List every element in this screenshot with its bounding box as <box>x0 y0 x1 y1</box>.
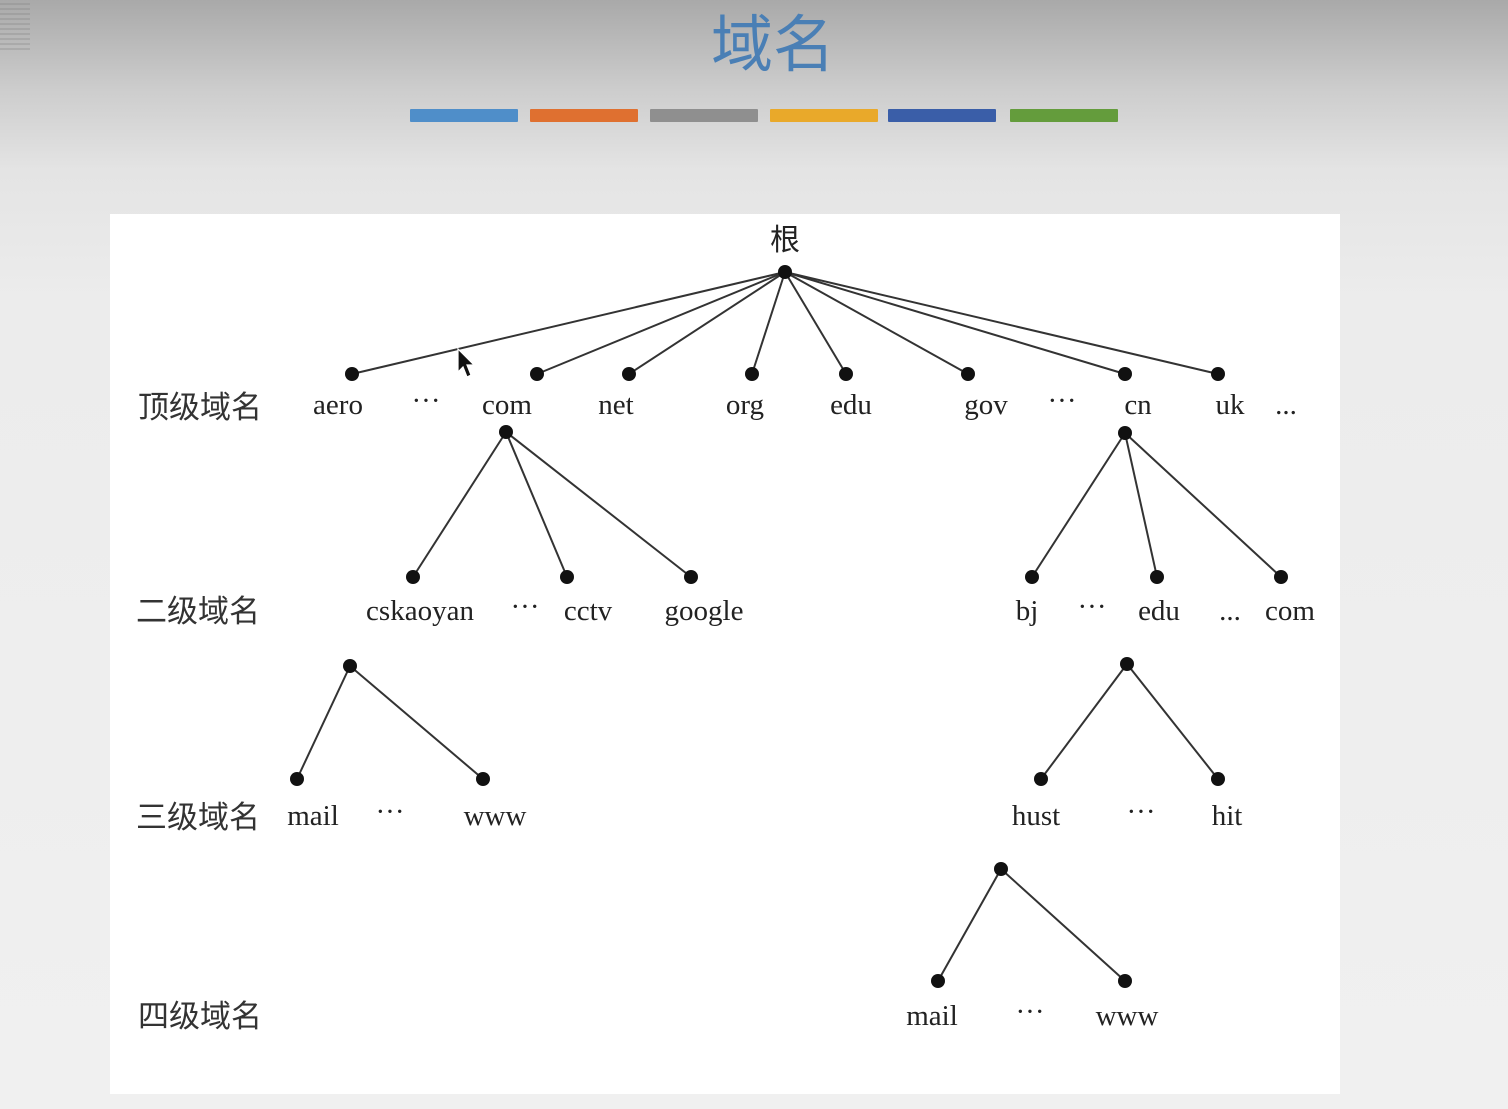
label-org: org <box>726 389 764 421</box>
ellipsis: ... <box>1275 389 1297 421</box>
color-bar-2 <box>530 109 638 122</box>
label-mail-4: mail <box>906 1000 958 1032</box>
mouse-cursor-icon <box>457 347 476 378</box>
label-net: net <box>598 389 633 421</box>
node-www-3 <box>476 772 490 786</box>
node-gov <box>961 367 975 381</box>
ellipsis: ··· <box>376 796 405 828</box>
color-bar-4 <box>770 109 878 122</box>
edge <box>1126 663 1219 780</box>
label-hit: hit <box>1212 800 1243 832</box>
label-hust: hust <box>1012 800 1060 832</box>
label-mail-3: mail <box>287 800 339 832</box>
edge <box>349 665 484 780</box>
edge <box>1124 432 1282 578</box>
node-cn-com <box>1274 570 1288 584</box>
edge <box>751 271 786 375</box>
node-aero <box>345 367 359 381</box>
edge <box>1040 663 1128 780</box>
ellipsis: ··· <box>1078 591 1107 623</box>
node-hit <box>1211 772 1225 786</box>
ellipsis: ··· <box>1016 996 1045 1028</box>
corner-texture <box>0 0 30 50</box>
node-www-4 <box>1118 974 1132 988</box>
node-uk <box>1211 367 1225 381</box>
edge <box>784 271 1219 375</box>
edge <box>1031 432 1126 578</box>
label-cn: cn <box>1124 389 1152 421</box>
node-cctv <box>560 570 574 584</box>
ellipsis: ··· <box>511 591 540 623</box>
tree-nodes <box>290 265 1288 988</box>
edge <box>351 271 786 375</box>
label-uk: uk <box>1216 389 1246 421</box>
level-label-third: 三级域名 <box>136 800 260 836</box>
node-mail-4 <box>931 974 945 988</box>
color-bar-5 <box>888 109 996 122</box>
root-label: 根 <box>770 223 800 258</box>
edge <box>937 868 1002 982</box>
edge <box>1124 432 1158 578</box>
label-aero: aero <box>313 389 363 421</box>
label-com: com <box>482 389 532 421</box>
edge <box>505 431 692 578</box>
label-cskaoyan: cskaoyan <box>366 595 474 627</box>
label-bj: bj <box>1016 595 1039 627</box>
ellipsis: ... <box>1219 595 1241 627</box>
label-cn-edu: edu <box>1138 595 1180 627</box>
node-mail-3 <box>290 772 304 786</box>
node-cn-branch <box>1118 426 1132 440</box>
node-cskaoyan-branch <box>343 659 357 673</box>
label-edu: edu <box>830 389 872 421</box>
node-com-branch <box>499 425 513 439</box>
node-net <box>622 367 636 381</box>
page-title: 域名 <box>710 8 835 81</box>
node-hust-branch <box>994 862 1008 876</box>
label-www-4: www <box>1096 1000 1159 1032</box>
edge <box>1000 868 1126 982</box>
label-cn-com: com <box>1265 595 1315 627</box>
node-cn <box>1118 367 1132 381</box>
color-bar-3 <box>650 109 758 122</box>
label-www-3: www <box>464 800 527 832</box>
edge <box>412 431 507 578</box>
diagram-panel <box>110 214 1340 1094</box>
node-root <box>778 265 792 279</box>
edge <box>505 431 568 578</box>
ellipsis: ··· <box>1048 385 1077 417</box>
node-org <box>745 367 759 381</box>
color-bar-1 <box>410 109 518 122</box>
level-label-fourth: 四级域名 <box>138 999 262 1035</box>
edge <box>536 271 786 375</box>
ellipsis: ··· <box>412 385 441 417</box>
node-cn-edu-branch <box>1120 657 1134 671</box>
level-label-second: 二级域名 <box>136 594 260 630</box>
label-gov: gov <box>964 389 1008 421</box>
node-com <box>530 367 544 381</box>
edge <box>784 271 1126 375</box>
label-cctv: cctv <box>564 595 613 627</box>
level-label-top: 顶级域名 <box>138 390 262 426</box>
node-google <box>684 570 698 584</box>
edge <box>784 271 969 375</box>
edge <box>784 271 847 375</box>
ellipsis: ··· <box>1127 796 1156 828</box>
edge <box>628 271 786 375</box>
node-cskaoyan <box>406 570 420 584</box>
tree-edges <box>296 271 1282 982</box>
color-bar-6 <box>1010 109 1118 122</box>
node-hust <box>1034 772 1048 786</box>
label-google: google <box>665 595 744 627</box>
node-bj <box>1025 570 1039 584</box>
node-edu <box>839 367 853 381</box>
edge <box>296 665 351 780</box>
node-cn-edu <box>1150 570 1164 584</box>
